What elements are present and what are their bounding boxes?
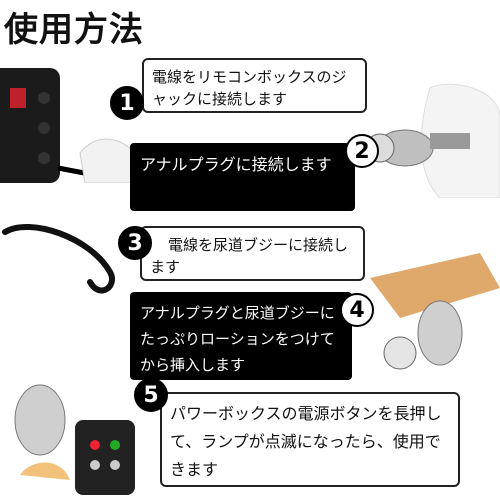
step4-lube-image — [360, 248, 500, 378]
step2-text: アナルプラグに接続します — [140, 155, 332, 174]
step3-text: 電線を尿道ブジーに接続します — [150, 236, 349, 276]
step4-instruction: アナルプラグと尿道ブジーにたっぷりローションをつけてから挿入します — [130, 292, 352, 380]
step3-number: 3 — [127, 230, 143, 256]
step4-number-badge: 4 — [340, 293, 374, 327]
step1-number-badge: 1 — [110, 86, 144, 120]
step5-instruction: パワーボックスの電源ボタンを長押して、ランプが点滅になったら、使用できます — [160, 392, 460, 487]
step2-instruction: アナルプラグに接続します — [130, 143, 355, 211]
step4-number: 4 — [349, 297, 365, 323]
step1-device-image — [0, 58, 140, 183]
step2-plug-image — [360, 78, 500, 198]
step5-usage-image — [0, 365, 160, 500]
step3-instruction: 電線を尿道ブジーに接続します — [140, 226, 365, 281]
step5-number: 5 — [143, 382, 159, 408]
step1-text: 電線をリモコンボックスのジャックに接続します — [152, 68, 347, 108]
step1-instruction: 電線をリモコンボックスのジャックに接続します — [142, 58, 367, 113]
step2-number: 2 — [354, 138, 370, 164]
step5-text: パワーボックスの電源ボタンを長押して、ランプが点滅になったら、使用できます — [170, 404, 442, 479]
step1-number: 1 — [119, 90, 135, 116]
step4-text: アナルプラグと尿道ブジーにたっぷりローションをつけてから挿入します — [140, 304, 335, 374]
step2-number-badge: 2 — [345, 134, 379, 168]
page-title: 使用方法 — [4, 10, 144, 50]
step3-sound-image — [0, 212, 130, 302]
step3-number-badge: 3 — [118, 226, 152, 260]
step5-number-badge: 5 — [134, 378, 168, 412]
